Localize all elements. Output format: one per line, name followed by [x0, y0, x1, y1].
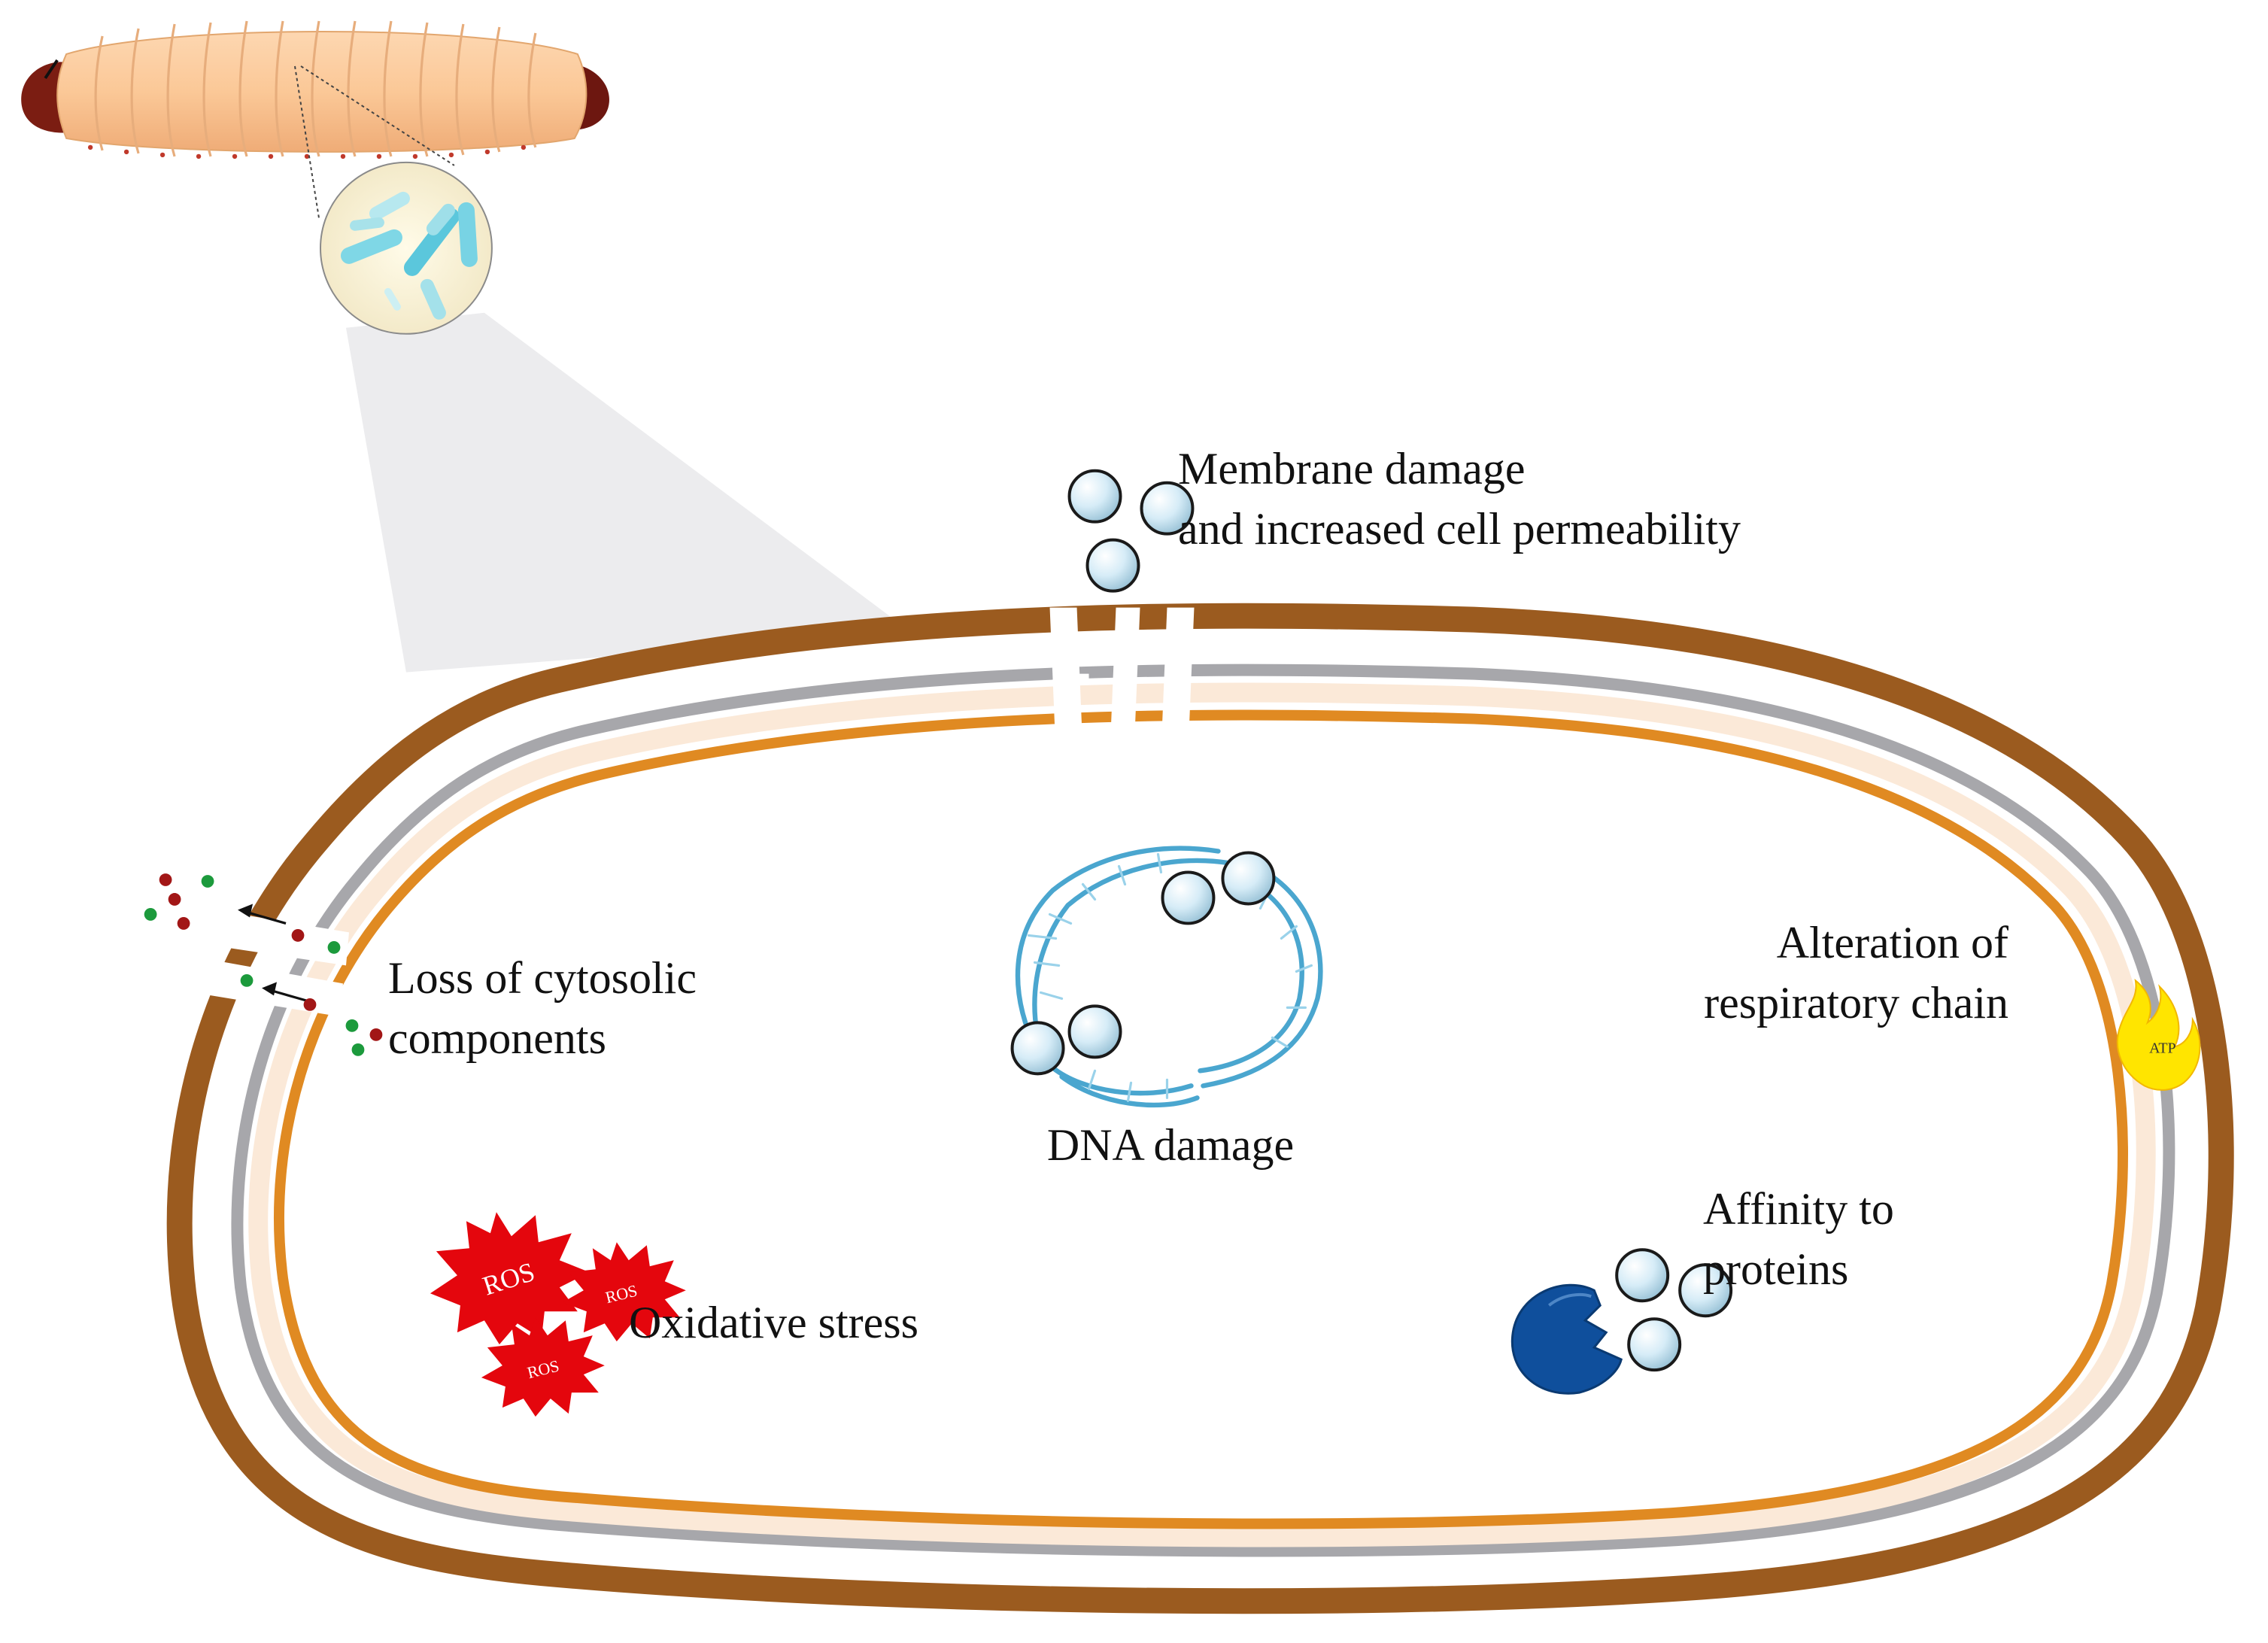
periplasm	[248, 682, 2156, 1547]
dna-icon	[1015, 846, 1323, 1108]
efflux-arrow-icon	[238, 903, 311, 1003]
label-alteration-respiratory: Alteration of respiratory chain	[1535, 913, 2008, 1034]
efflux-particles	[144, 873, 383, 1056]
zoom-projection	[345, 312, 903, 673]
alteration-line-1: Alteration of	[1776, 918, 2008, 967]
loss-line-2: components	[388, 1013, 606, 1064]
label-dna-damage: DNA damage	[1046, 1120, 1295, 1170]
membrane-line-1: Membrane damage	[1178, 444, 1526, 494]
bacteria-magnifier-icon	[319, 161, 493, 335]
protein-icon	[1510, 1283, 1623, 1395]
membrane-line-2: and increased cell permeability	[1178, 504, 1741, 554]
atp-badge: ATP	[2149, 1040, 2176, 1056]
ros-starburst-icon: ROS ROS ROS	[430, 1212, 686, 1417]
label-affinity-proteins: Affinity to proteins	[1703, 1179, 1894, 1300]
membrane-pores	[1049, 607, 1195, 752]
dna-nanoparticles	[1010, 851, 1276, 1076]
nanoparticle-icon	[1067, 469, 1195, 593]
cell-envelope	[166, 603, 2234, 1614]
inner-membrane	[274, 709, 2128, 1529]
atp-flame-icon: ATP	[2117, 978, 2201, 1091]
affinity-line-2: proteins	[1703, 1244, 1849, 1295]
protein-nanoparticles	[1615, 1248, 1733, 1372]
zoom-lines	[294, 65, 455, 219]
loss-line-1: Loss of cytosolic	[388, 953, 697, 1003]
larva-icon	[21, 20, 609, 159]
label-loss-cytosolic: Loss of cytosolic components	[388, 948, 697, 1069]
alteration-line-2: respiratory chain	[1704, 978, 2008, 1028]
label-membrane-damage: Membrane damage and increased cell perme…	[1178, 439, 1741, 560]
cell-wall	[166, 603, 2234, 1614]
affinity-line-1: Affinity to	[1703, 1184, 1894, 1234]
outer-membrane	[231, 664, 2175, 1557]
label-oxidative-stress: Oxidative stress	[629, 1298, 918, 1347]
